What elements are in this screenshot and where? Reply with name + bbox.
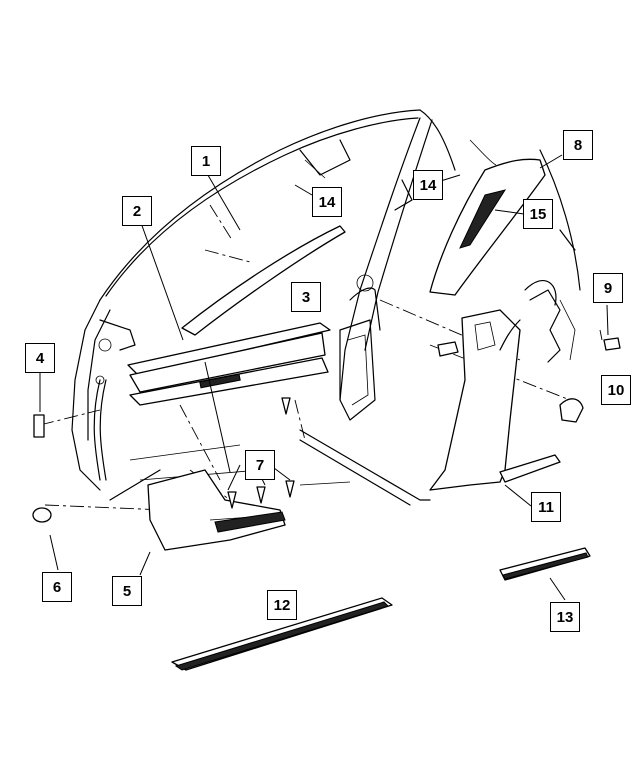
callout-7: 7 — [245, 450, 275, 480]
callout-9: 9 — [593, 273, 623, 303]
callout-7-text: 7 — [255, 456, 265, 474]
part-5-shape — [147, 469, 286, 551]
callout-6-text: 6 — [52, 578, 62, 596]
callout-15-text: 15 — [529, 205, 547, 223]
callout-3-text: 3 — [301, 288, 311, 306]
callout-9-text: 9 — [603, 279, 613, 297]
callout-13: 13 — [550, 602, 580, 632]
callout-14-upper-text: 14 — [419, 176, 437, 194]
part-7-screws — [227, 397, 295, 509]
callout-6: 6 — [42, 572, 72, 602]
callout-2-text: 2 — [132, 202, 142, 220]
part-15-shape — [459, 189, 507, 249]
part-8-shape — [429, 158, 546, 296]
body-outline — [71, 109, 581, 506]
callout-8: 8 — [563, 130, 593, 160]
callout-14-lower: 14 — [312, 187, 342, 217]
part-10-shape — [559, 398, 584, 423]
callout-10-text: 10 — [607, 381, 625, 399]
callout-4-text: 4 — [35, 349, 45, 367]
callout-10: 10 — [601, 375, 631, 405]
part-4-shape — [33, 414, 45, 438]
callout-8-text: 8 — [573, 136, 583, 154]
callout-2: 2 — [122, 196, 152, 226]
centerlines — [39, 204, 603, 511]
callout-12-text: 12 — [273, 596, 291, 614]
callout-11: 11 — [531, 492, 561, 522]
callout-5: 5 — [112, 576, 142, 606]
callout-11-text: 11 — [538, 498, 554, 516]
callout-1-text: 1 — [201, 152, 211, 170]
part-2-shape — [127, 322, 331, 376]
part-3-shape — [129, 332, 326, 393]
callout-13-text: 13 — [556, 608, 574, 626]
part-1-shape — [181, 225, 346, 336]
callout-4: 4 — [25, 343, 55, 373]
callout-15: 15 — [523, 199, 553, 229]
part-9-shape — [603, 337, 621, 351]
callout-14-upper: 14 — [413, 170, 443, 200]
callout-3: 3 — [291, 282, 321, 312]
callout-12: 12 — [267, 590, 297, 620]
part-6-shape — [32, 507, 52, 523]
part-11-shape — [429, 309, 521, 491]
callout-14-lower-text: 14 — [318, 193, 336, 211]
callout-1: 1 — [191, 146, 221, 176]
callout-5-text: 5 — [122, 582, 132, 600]
